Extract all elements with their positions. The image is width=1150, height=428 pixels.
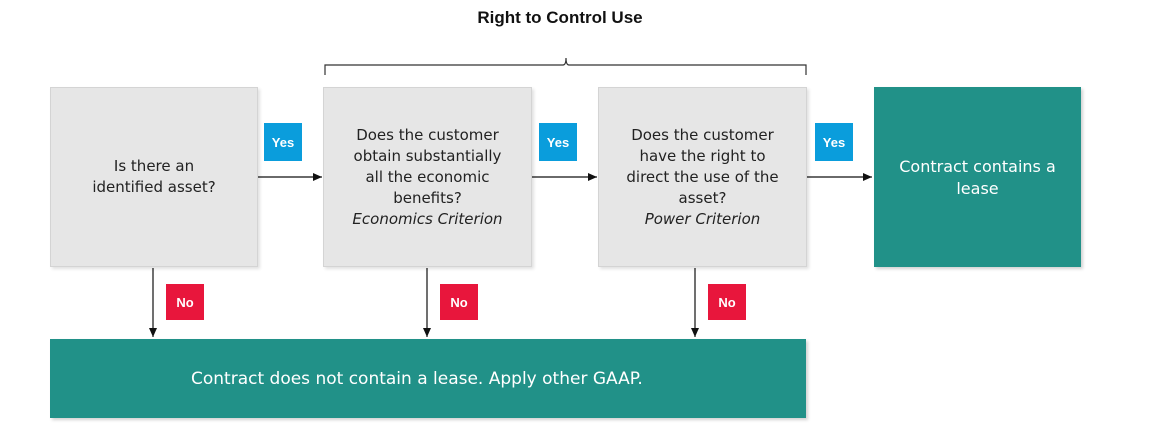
node-identified-asset: Is there an identified asset? [50,87,258,267]
node-no-lease: Contract does not contain a lease. Apply… [50,339,806,418]
yes-badge-1: Yes [264,123,302,161]
node-power-line-2: have the right to [639,146,766,165]
diagram-title: Right to Control Use [477,8,643,27]
node-identified-asset-line-2: identified asset? [92,178,216,196]
node-economics-line-4: benefits? [393,188,462,207]
node-contains-lease: Contract contains a lease [874,87,1081,267]
node-no-lease-text: Contract does not contain a lease. Apply… [191,368,643,389]
node-economics-criterion-label: Economics Criterion [352,209,503,228]
node-power-line-4: asset? [678,188,727,207]
node-economics-criterion: Does the customer obtain substantially a… [323,87,532,267]
node-power-criterion-label: Power Criterion [644,209,761,228]
yes-badge-3: Yes [815,123,853,161]
no-badge-2: No [440,284,478,320]
yes-badge-2: Yes [539,123,577,161]
no-badge-3: No [708,284,746,320]
brace [324,57,807,75]
node-economics-line-3: all the economic [365,167,490,186]
node-contains-lease-line-1: Contract contains a [899,157,1056,176]
node-power-line-1: Does the customer [631,125,774,144]
node-identified-asset-line-1: Is there an [113,157,195,175]
node-economics-line-2: obtain substantially [353,146,502,165]
node-economics-line-1: Does the customer [356,125,499,144]
node-contains-lease-line-2: lease [956,179,999,198]
node-power-line-3: direct the use of the [626,167,779,186]
node-power-criterion: Does the customer have the right to dire… [598,87,807,267]
no-badge-1: No [166,284,204,320]
